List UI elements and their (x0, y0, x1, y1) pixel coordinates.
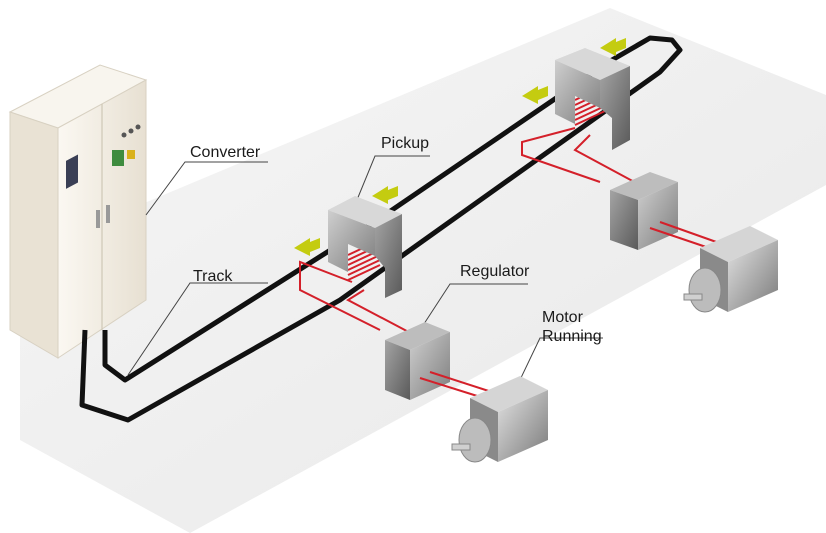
converter-cabinet (8, 64, 148, 359)
motor-label-line1: Motor (542, 309, 583, 326)
motor-running-label: Motor Running (542, 308, 602, 346)
motor-label-line2: Running (542, 328, 602, 345)
motor-2 (683, 226, 778, 313)
direction-arrow-icon (522, 86, 548, 104)
regulator-1 (385, 322, 450, 400)
pickup-2 (521, 48, 641, 186)
motor-1 (451, 376, 548, 463)
converter-label: Converter (190, 144, 261, 161)
regulator-label: Regulator (460, 263, 530, 280)
pickup-1 (299, 196, 421, 339)
leader-lines (127, 155, 603, 406)
direction-arrow-icon (372, 186, 398, 204)
direction-arrows (294, 38, 626, 256)
track-loop (79, 35, 683, 423)
track-label: Track (193, 268, 233, 285)
pickup-coil (299, 239, 421, 339)
direction-arrow-icon (294, 238, 320, 256)
direction-arrow-icon (600, 38, 626, 56)
pickup-label: Pickup (381, 135, 430, 152)
regulator-2 (610, 172, 678, 250)
motor-shaft-icon (683, 293, 703, 301)
motor-shaft-icon (451, 443, 471, 451)
